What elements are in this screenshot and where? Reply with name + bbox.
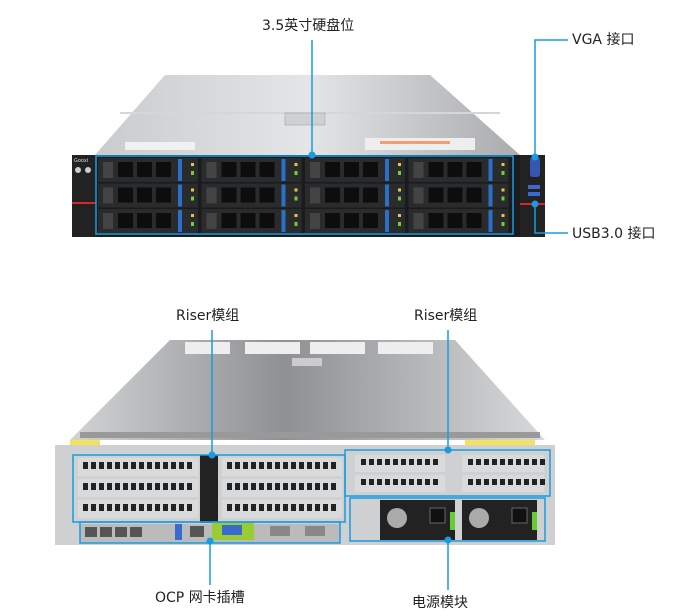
callout-dots [206,151,539,545]
label-psu: 电源模块 [412,595,468,611]
callout-lines [209,39,568,590]
usb-port [528,192,540,196]
rear-server [55,340,555,545]
label-drive-bays: 3.5英寸硬盘位 [262,18,355,34]
label-riser-right: Riser模组 [414,308,478,324]
label-vga: VGA 接口 [572,32,635,48]
vga-port [530,157,540,177]
front-right-ear [520,155,545,237]
brand-logo: Gooxi [74,158,88,164]
riser-slot [355,475,445,492]
power-supplies [380,500,537,540]
label-riser-left: Riser模组 [176,308,240,324]
label-ocp: OCP 网卡插槽 [155,590,245,606]
rear-io [80,522,340,543]
pcie-slots [78,455,545,518]
front-left-ear [72,155,96,237]
front-server [72,75,545,237]
usb-port [528,185,540,189]
riser-slot [355,455,445,472]
label-usb: USB3.0 接口 [572,226,656,242]
drive-bays [98,158,509,233]
